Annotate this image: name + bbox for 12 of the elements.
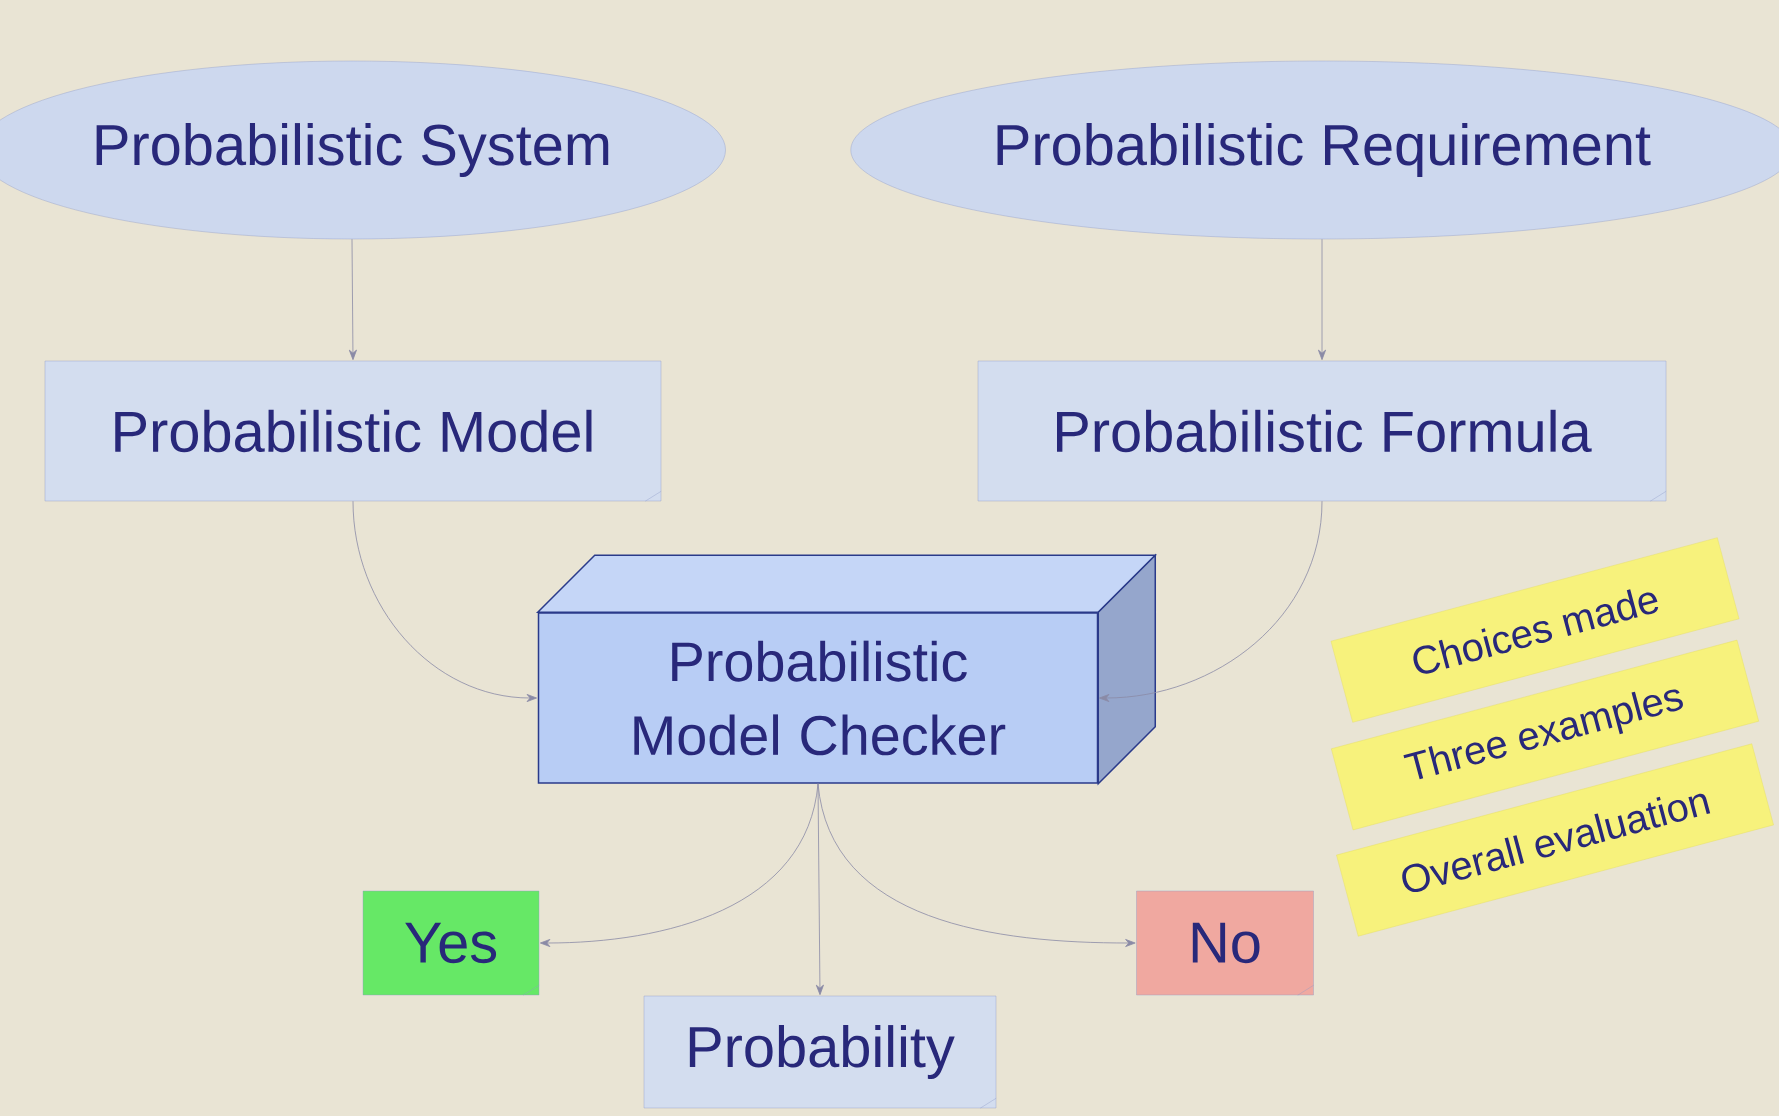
arrow [817,783,1136,947]
arrow [1318,238,1326,361]
document-box: Probabilistic Model [44,360,662,502]
arrow [1099,500,1323,702]
document-box: Probabilistic Formula [977,360,1667,502]
ellipse-node: Probabilistic Requirement [850,60,1779,240]
result-box: Probability [643,995,997,1109]
arrow [352,500,537,702]
arrow [815,783,824,996]
result-box: Yes [362,890,540,996]
result-box: No [1136,890,1314,996]
arrow [348,238,357,361]
